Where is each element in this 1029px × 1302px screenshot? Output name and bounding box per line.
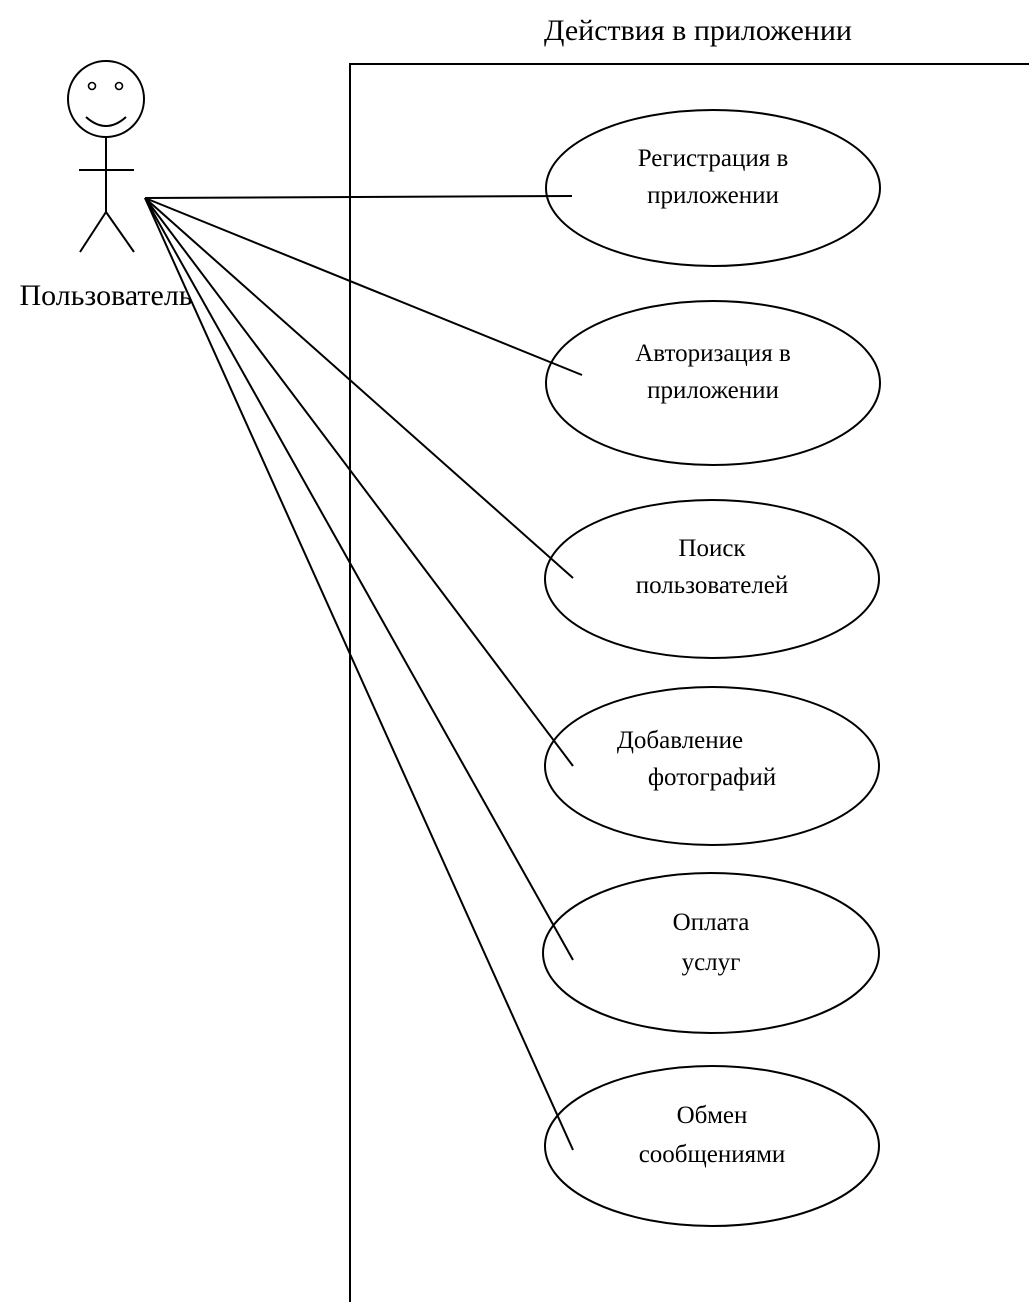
use-case-messaging: Обмен сообщениями <box>544 1065 880 1227</box>
association-user-search <box>144 197 574 579</box>
use-case-authorization-line-1: Авторизация в <box>635 340 791 367</box>
use-case-payment-line-1: Оплата <box>673 909 750 936</box>
use-case-authorization-line-2: приложении <box>647 377 779 404</box>
use-case-registration-line-2: приложении <box>647 182 779 209</box>
use-case-registration: Регистрация в приложении <box>545 109 881 267</box>
use-case-messaging-line-2: сообщениями <box>639 1141 786 1168</box>
use-case-payment: Оплата услуг <box>542 872 880 1034</box>
association-authorization <box>144 197 583 376</box>
use-case-registration-line-1: Регистрация в <box>638 145 789 172</box>
use-case-add-photos-line-2: фотографий <box>648 764 776 791</box>
use-case-user-search-line-2: пользователей <box>636 572 789 599</box>
actor-left-eye <box>87 81 97 91</box>
associations <box>144 195 583 1151</box>
association-payment <box>144 197 574 961</box>
use-case-authorization: Авторизация в приложении <box>545 300 881 466</box>
actor-label: Пользователь <box>20 279 193 312</box>
use-case-payment-line-2: услуг <box>682 949 741 976</box>
use-case-add-photos: Добавление фотографий <box>544 686 880 846</box>
system-boundary <box>349 63 1029 1302</box>
actor-right-leg <box>105 211 135 253</box>
association-messaging <box>144 197 574 1151</box>
use-case-add-photos-line-1: Добавление <box>617 727 743 754</box>
use-case-messaging-line-1: Обмен <box>677 1102 748 1129</box>
actor-smile <box>85 116 127 127</box>
system-title: Действия в приложении <box>544 14 852 47</box>
actor-left-leg <box>79 211 107 253</box>
actor-figure <box>67 60 145 253</box>
association-registration <box>144 195 573 199</box>
use-case-user-search-line-1: Поиск <box>678 535 746 562</box>
actor-right-eye <box>114 81 124 91</box>
association-add-photos <box>144 197 574 767</box>
use-case-user-search: Поиск пользователей <box>544 499 880 659</box>
